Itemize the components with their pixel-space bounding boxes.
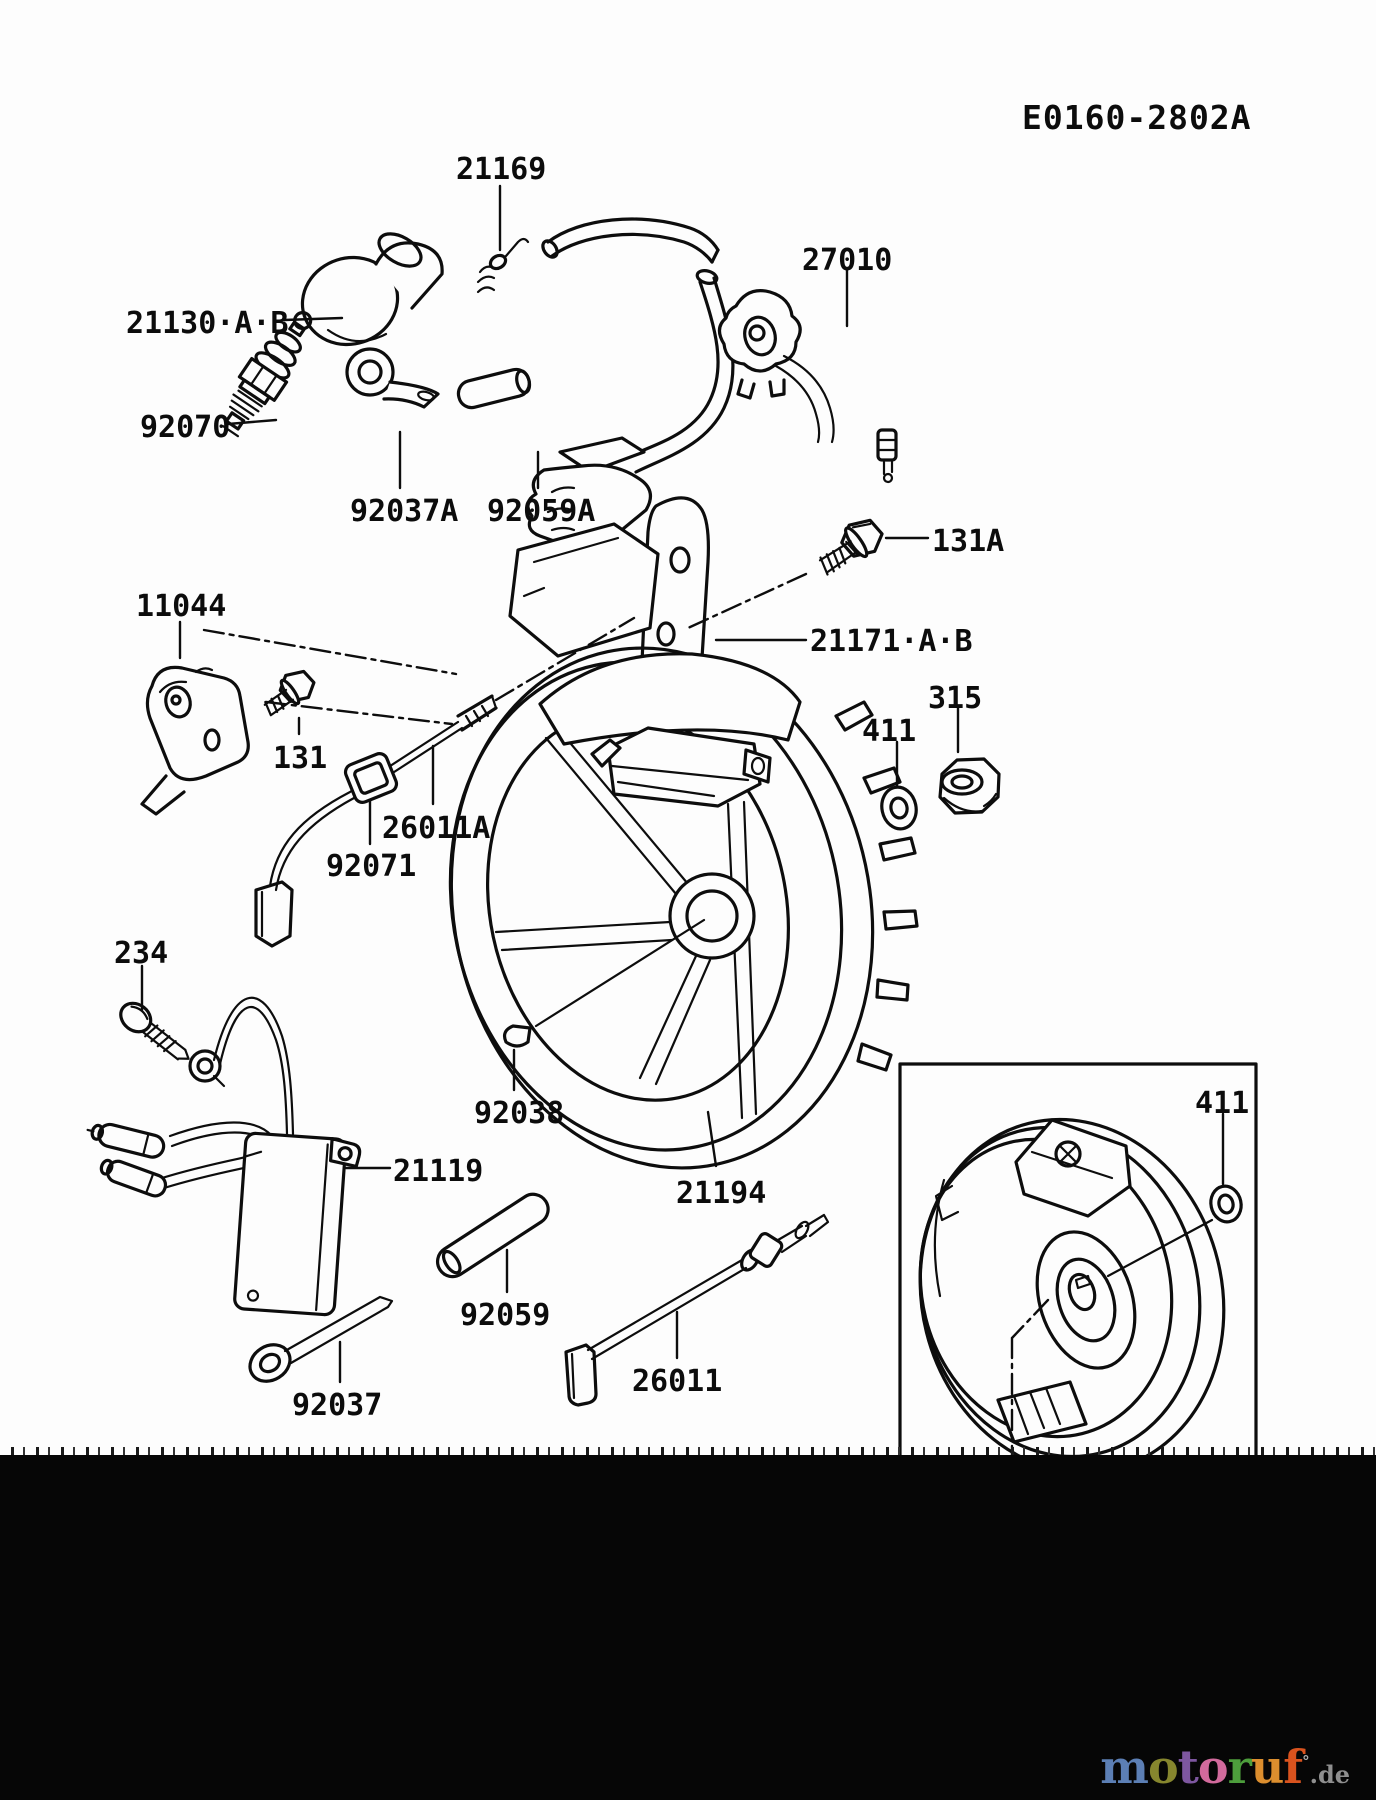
logo-letter: u — [1250, 1740, 1284, 1794]
spark-plug-cap-drawing — [300, 232, 444, 347]
set-screw-drawing — [476, 237, 530, 294]
part-label-92059A: 92059A — [487, 494, 596, 529]
part-label-411-inset: 411 — [1195, 1086, 1250, 1121]
ring-terminal-92037A-drawing — [345, 347, 440, 409]
washer-411-drawing — [880, 785, 918, 831]
part-label-21171: 21171·A·B — [810, 624, 973, 659]
bolt-131A-drawing — [818, 518, 884, 576]
logo-trademark: ° — [1302, 1752, 1310, 1771]
grommet-92071-drawing — [343, 752, 399, 804]
woodruff-key-drawing — [502, 1024, 532, 1048]
spark-plug-drawing — [221, 310, 313, 438]
tube-92059A-drawing — [456, 367, 532, 410]
inset-flywheel-drawing — [918, 1117, 1226, 1455]
bolt-131-drawing — [263, 669, 316, 717]
hose-segment-drawing — [541, 217, 720, 264]
part-label-21194: 21194 — [676, 1176, 767, 1211]
assembly-dashdot-lines — [202, 572, 808, 726]
logo-letter: f — [1283, 1740, 1303, 1794]
inset-flywheel-box — [898, 1062, 1258, 1455]
part-label-26011A: 26011A — [382, 811, 491, 846]
diagram-code: E0160-2802A — [1022, 98, 1252, 137]
tube-92059-drawing — [435, 1192, 550, 1279]
part-label-27010: 27010 — [802, 243, 893, 278]
diagram-artwork — [86, 184, 1258, 1455]
part-label-92037: 92037 — [292, 1388, 383, 1423]
part-label-92070: 92070 — [140, 410, 231, 445]
logo-letter: r — [1227, 1740, 1252, 1794]
part-label-21119: 21119 — [393, 1154, 484, 1189]
pin-92037-drawing — [248, 1295, 394, 1383]
stop-wire-26011A-drawing — [254, 694, 498, 948]
ignition-coil-drawing — [508, 436, 710, 688]
bracket-11044-drawing — [140, 665, 250, 816]
part-label-92071: 92071 — [326, 849, 417, 884]
part-label-411: 411 — [862, 714, 917, 749]
switch-27010-drawing — [717, 289, 898, 484]
logo-letter: m — [1100, 1740, 1149, 1794]
screw-234-drawing — [119, 1001, 190, 1061]
high-tension-lead-drawing — [628, 269, 735, 474]
part-label-21169: 21169 — [456, 152, 547, 187]
igniter-21119-drawing — [86, 996, 362, 1317]
part-label-21130: 21130·A·B — [126, 306, 289, 341]
stop-wire-26011-drawing — [564, 1213, 830, 1407]
label-leader-lines — [140, 184, 1225, 1384]
scan-noise-edge — [0, 1447, 1376, 1455]
part-label-315: 315 — [928, 681, 983, 716]
part-label-92059: 92059 — [460, 1298, 551, 1333]
logo-letter: o — [1197, 1740, 1229, 1794]
footer-band: motoruf°.de — [0, 1455, 1376, 1800]
washer-411-inset-drawing — [1209, 1184, 1243, 1224]
flywheel-drawing — [448, 646, 919, 1170]
logo-domain-suffix: .de — [1309, 1760, 1350, 1789]
part-label-131A: 131A — [932, 524, 1005, 559]
part-label-11044: 11044 — [136, 589, 227, 624]
part-label-234: 234 — [114, 936, 169, 971]
part-label-26011: 26011 — [632, 1364, 723, 1399]
part-label-92038: 92038 — [474, 1096, 565, 1131]
logo-letter: t — [1177, 1740, 1199, 1794]
motoruf-logo: motoruf°.de — [1100, 1740, 1350, 1794]
part-label-131: 131 — [273, 741, 328, 776]
logo-letter: o — [1147, 1740, 1179, 1794]
part-label-92037A: 92037A — [350, 494, 459, 529]
nut-315-drawing — [938, 757, 1001, 815]
